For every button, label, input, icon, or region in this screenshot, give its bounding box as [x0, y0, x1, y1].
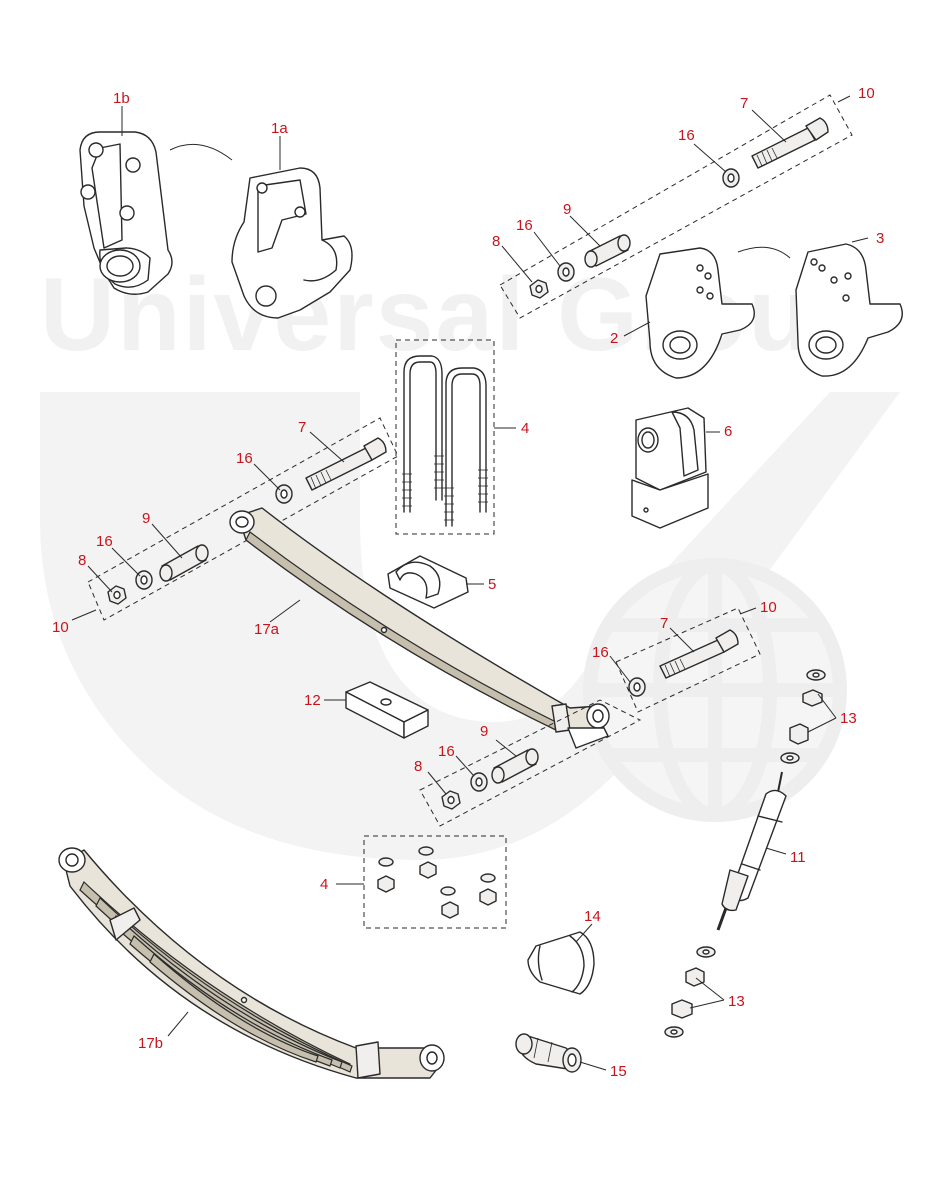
label-11: 11 [790, 849, 806, 866]
part-13-bushings-top [780, 669, 826, 764]
nut-8-low [441, 790, 461, 810]
label-16-low: 16 [438, 743, 455, 760]
part-1b-bracket [79, 131, 233, 295]
part-5-pad [387, 555, 469, 609]
part-13-bushings-low [664, 946, 716, 1038]
label-4-ubolt: 4 [521, 420, 529, 437]
label-10-right: 10 [760, 599, 777, 616]
nut-8-top [529, 279, 549, 299]
washer-16-top-2 [557, 262, 575, 282]
hardware-group-top [499, 94, 853, 319]
label-14: 14 [584, 908, 601, 925]
label-10-mid: 10 [52, 619, 69, 636]
label-8-low: 8 [414, 758, 422, 775]
label-15: 15 [610, 1063, 627, 1080]
leader-lines [71, 95, 869, 1071]
label-1b: 1b [113, 90, 130, 107]
part-11-shock-absorber [716, 771, 787, 931]
washer-16-right [628, 677, 646, 697]
part-14-bush [527, 931, 595, 995]
label-16-mid-2: 16 [96, 533, 113, 550]
part-17b-multi-leaf-spring [58, 847, 445, 1079]
label-13-low: 13 [728, 993, 745, 1010]
label-9-low: 9 [480, 723, 488, 740]
label-9-top: 9 [563, 201, 571, 218]
label-4-nuts: 4 [320, 876, 328, 893]
bolt-7-top [751, 117, 829, 169]
label-16-mid: 16 [236, 450, 253, 467]
label-7-top: 7 [740, 95, 748, 112]
label-10-top: 10 [858, 85, 875, 102]
bolt-7-right [659, 629, 739, 679]
part-labels: 1b 1a 10 7 16 9 16 8 3 2 4 6 7 16 9 16 8… [52, 85, 884, 1080]
washer-16-top [722, 168, 740, 188]
label-7-right: 7 [660, 615, 668, 632]
label-1a: 1a [271, 120, 288, 137]
bolt-7-mid [305, 437, 387, 491]
box-10-top [499, 94, 853, 319]
label-12: 12 [304, 692, 321, 709]
label-13-top: 13 [840, 710, 857, 727]
part-3-hanger [795, 243, 903, 377]
part-4-nuts-washers [363, 835, 507, 929]
bushing-9-low [491, 748, 539, 784]
label-17b: 17b [138, 1035, 163, 1052]
label-7-mid: 7 [298, 419, 306, 436]
label-8-mid: 8 [78, 552, 86, 569]
label-9-mid: 9 [142, 510, 150, 527]
part-15-bushing [515, 1033, 582, 1073]
nut-8-mid [107, 585, 127, 605]
bushing-9-top [584, 234, 631, 268]
part-1a-bracket [231, 167, 353, 319]
part-6-block [631, 407, 709, 529]
part-17a-leaf-spring [229, 507, 610, 749]
part-4-u-bolts [395, 339, 495, 535]
label-16-top-2: 16 [516, 217, 533, 234]
label-16-right: 16 [592, 644, 609, 661]
label-5: 5 [488, 576, 496, 593]
hardware-group-low [419, 699, 642, 827]
label-8-top: 8 [492, 233, 500, 250]
bushing-9-mid [159, 544, 209, 582]
label-6: 6 [724, 423, 732, 440]
label-3: 3 [876, 230, 884, 247]
part-2-hanger [645, 246, 791, 379]
label-2: 2 [610, 330, 618, 347]
label-17a: 17a [254, 621, 280, 638]
watermark-shield-shape [40, 392, 900, 860]
hardware-group-right [615, 607, 761, 713]
watermark: Universal Group [40, 257, 900, 860]
part-12-plate [345, 681, 429, 739]
washer-16-low [470, 772, 488, 792]
label-16-top: 16 [678, 127, 695, 144]
watermark-globe [583, 558, 847, 822]
